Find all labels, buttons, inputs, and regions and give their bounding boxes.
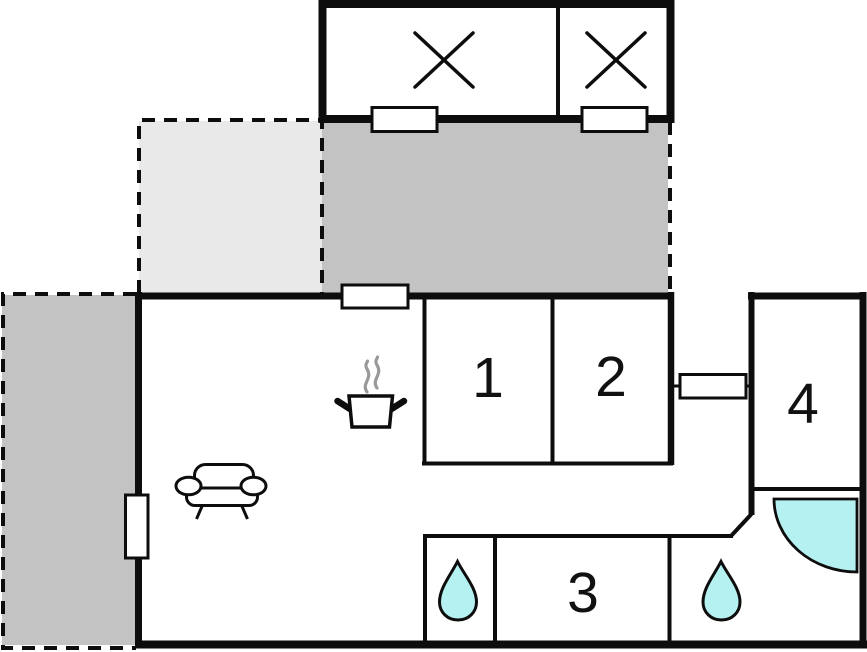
room-label-2: 2 [595,345,627,409]
furniture [174,355,408,520]
wall-hall-chamfer [729,512,753,538]
water-drop-icon [701,560,742,622]
bathroom-fixtures [438,497,859,622]
hall-window-opening [678,373,748,400]
terrace-door-opening [340,283,410,310]
sofa-icon [174,463,268,520]
annex [318,0,675,123]
left-terrace-dashed-border [1,292,136,650]
room-label-4: 4 [787,372,819,436]
shower-icon [772,497,859,574]
left-terrace-area [2,295,135,645]
covered-terrace-dashed-border [137,118,324,293]
openings [124,106,748,560]
stove-icon [334,355,408,429]
room-labels: 1 2 3 4 [472,345,819,625]
x-mark-icon [413,31,475,89]
water-drop-icon [438,560,478,622]
upper-terrace-area [322,122,668,293]
covered-terrace-area [139,121,322,293]
left-window-opening [124,493,150,560]
annex-door-opening-right [580,106,649,133]
room-label-3: 3 [567,561,599,625]
room-label-1: 1 [472,346,504,410]
annex-door-opening-left [370,106,439,133]
outdoor-areas [1,118,672,650]
x-mark-icon [585,31,647,89]
dashed-boundaries [1,118,672,650]
